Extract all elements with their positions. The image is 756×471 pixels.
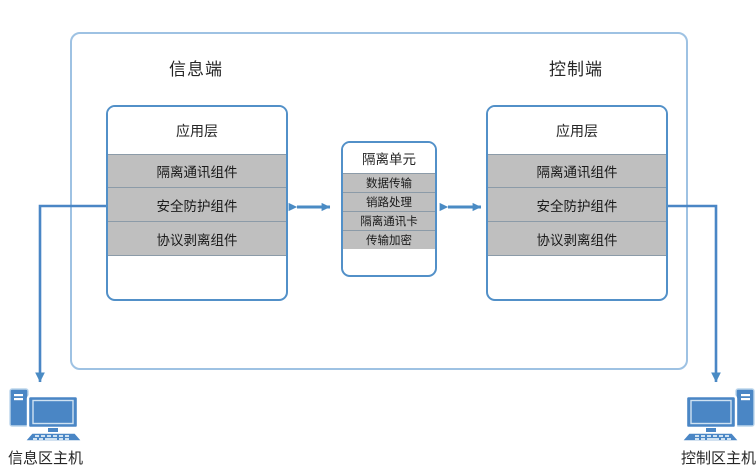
isolation-unit-row-channel-process[interactable]: 销路处理 xyxy=(343,192,435,211)
isolation-unit-box: 隔离单元 数据传输 销路处理 隔离通讯卡 传输加密 xyxy=(341,141,437,277)
control-stack-row-protocol-strip[interactable]: 协议剥离组件 xyxy=(488,222,666,256)
isolation-unit-header: 隔离单元 xyxy=(343,143,435,173)
control-stack-row-security[interactable]: 安全防护组件 xyxy=(488,188,666,222)
info-stack-row-protocol-strip[interactable]: 协议剥离组件 xyxy=(108,222,286,256)
info-end-stack: 应用层 隔离通讯组件 安全防护组件 协议剥离组件 xyxy=(106,105,288,301)
control-stack-header: 应用层 xyxy=(488,107,666,154)
isolation-unit-row-transfer-encryption[interactable]: 传输加密 xyxy=(343,230,435,249)
control-end-stack: 应用层 隔离通讯组件 安全防护组件 协议剥离组件 xyxy=(486,105,668,301)
desktop-computer-icon xyxy=(9,388,84,442)
control-zone-host: 控制区主机 xyxy=(672,384,756,468)
desktop-computer-icon xyxy=(680,388,755,442)
isolation-unit-row-data-transfer[interactable]: 数据传输 xyxy=(343,173,435,192)
info-stack-row-security[interactable]: 安全防护组件 xyxy=(108,188,286,222)
system-boundary-frame xyxy=(70,32,688,370)
control-end-title: 控制端 xyxy=(549,60,603,80)
control-stack-row-isolation-comm[interactable]: 隔离通讯组件 xyxy=(488,154,666,188)
info-stack-row-isolation-comm[interactable]: 隔离通讯组件 xyxy=(108,154,286,188)
info-zone-host-label: 信息区主机 xyxy=(8,449,84,467)
info-end-title: 信息端 xyxy=(169,60,223,80)
isolation-unit-row-isolation-card[interactable]: 隔离通讯卡 xyxy=(343,211,435,230)
info-stack-header: 应用层 xyxy=(108,107,286,154)
isolation-unit-footer-space xyxy=(343,249,435,269)
control-zone-host-label: 控制区主机 xyxy=(680,449,756,467)
info-zone-host: 信息区主机 xyxy=(6,384,92,468)
